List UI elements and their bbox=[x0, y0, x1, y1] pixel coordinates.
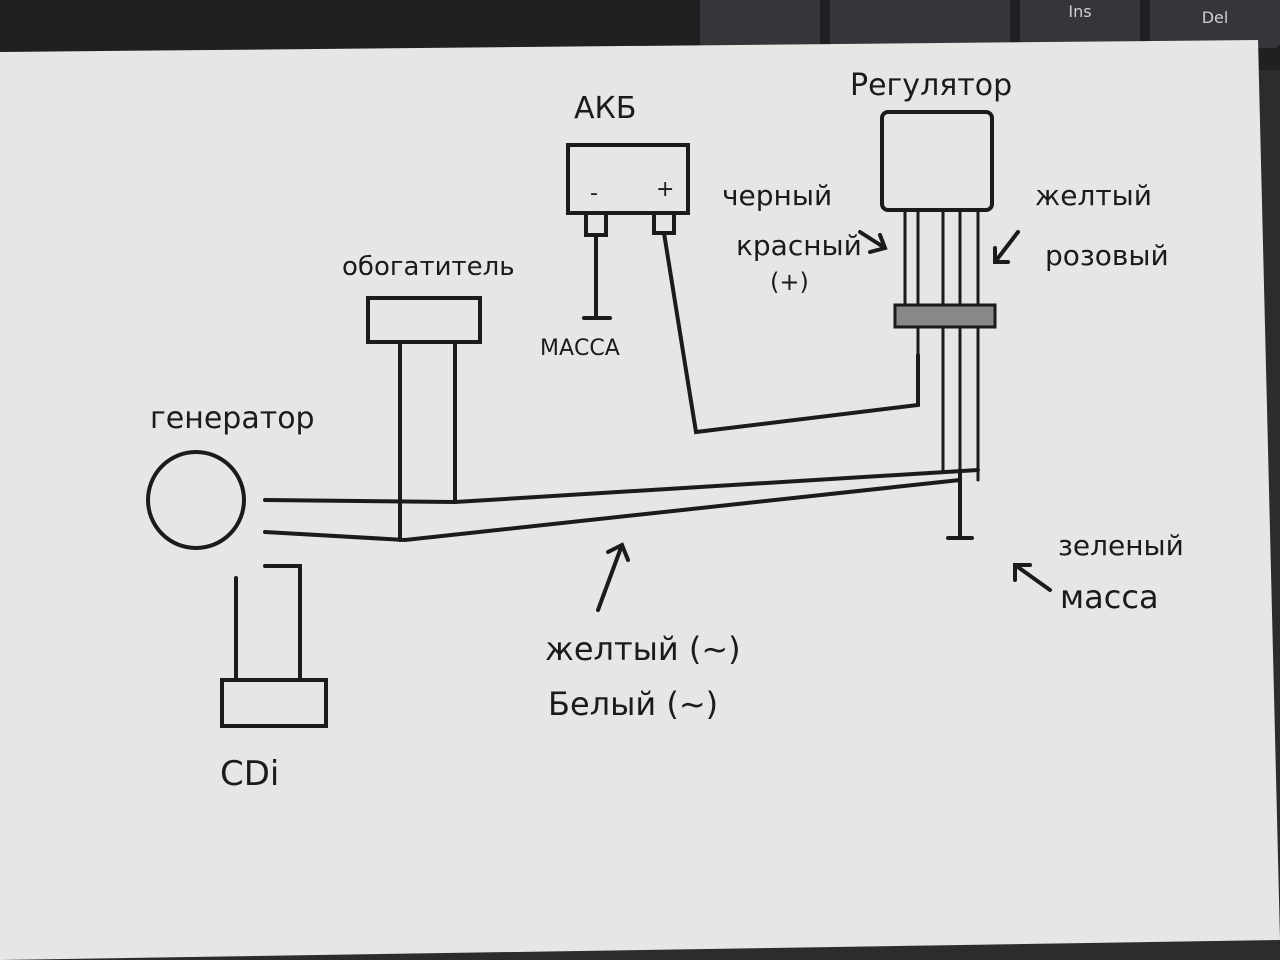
ac-wire-white bbox=[263, 468, 980, 505]
battery-minus-label: - bbox=[590, 181, 598, 206]
regulator-connector bbox=[893, 303, 997, 329]
wire-red-polarity-label: (+) bbox=[770, 268, 809, 296]
wire-yellow-label: желтый bbox=[1035, 179, 1152, 212]
arrow-icon bbox=[596, 542, 630, 612]
regulator-box bbox=[880, 110, 994, 212]
regulator-label: Регулятор bbox=[850, 68, 1012, 103]
generator-circle bbox=[146, 450, 246, 550]
arrow-icon bbox=[993, 230, 1020, 264]
battery-ground-label: МАССА bbox=[540, 336, 620, 361]
battery-plus-label: + bbox=[656, 177, 674, 202]
keyboard-key bbox=[700, 0, 820, 48]
keyboard-key bbox=[830, 0, 1010, 48]
battery-plus-wire bbox=[662, 231, 920, 435]
battery-box bbox=[566, 143, 690, 215]
cdi-wires bbox=[234, 564, 302, 682]
cdi-label: CDi bbox=[220, 754, 279, 794]
enricher-wires bbox=[398, 340, 457, 542]
arrow-icon bbox=[1013, 563, 1052, 592]
wire-red-label: красный bbox=[736, 229, 862, 262]
key-label: Del bbox=[1201, 8, 1229, 27]
wire-green-label: зеленый bbox=[1058, 529, 1184, 562]
key-label: Ins bbox=[1068, 2, 1092, 21]
generator-label: генератор bbox=[150, 401, 315, 436]
ac-yellow-label: желтый (~) bbox=[545, 630, 741, 668]
wire-pink-label: розовый bbox=[1045, 239, 1169, 272]
battery-ground-wire bbox=[582, 233, 612, 320]
ac-wire-yellow bbox=[263, 478, 962, 543]
wire-black-label: черный bbox=[722, 179, 832, 212]
cdi-box bbox=[220, 678, 328, 728]
ac-white-label: Белый (~) bbox=[548, 685, 718, 723]
regulator-wires bbox=[903, 208, 980, 482]
battery-label: АКБ bbox=[574, 91, 636, 126]
enricher-label: обогатитель bbox=[342, 252, 515, 282]
arrow-icon bbox=[858, 230, 888, 254]
paper-sheet bbox=[0, 40, 1280, 960]
keyboard-key-ins: Ins bbox=[1020, 0, 1140, 48]
wire-green-ground-label: масса bbox=[1060, 578, 1159, 616]
enricher-box bbox=[366, 296, 482, 344]
keyboard-key-del: Del bbox=[1150, 0, 1280, 48]
